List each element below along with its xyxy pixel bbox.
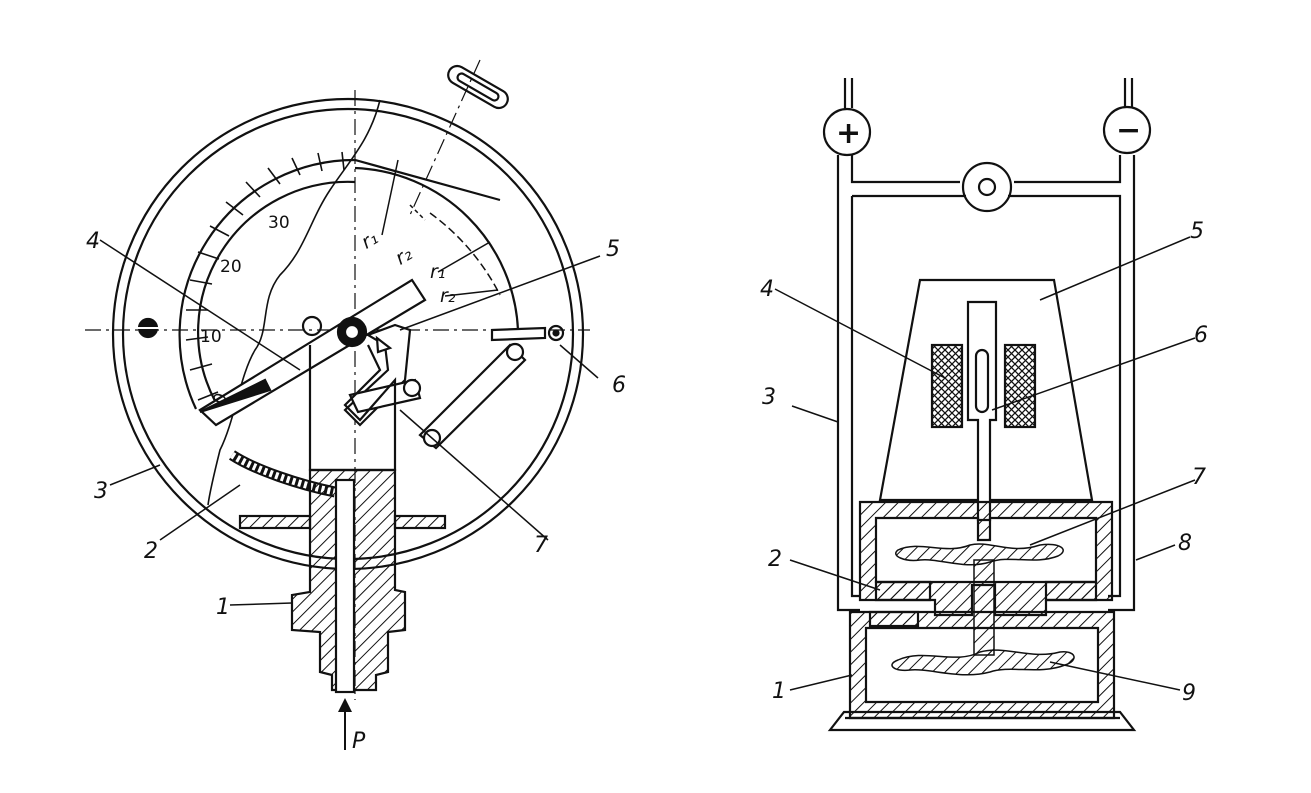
- right-callout-7: 7: [1192, 465, 1206, 490]
- left-callout-3: 3: [94, 479, 108, 504]
- right-leader-lines: [774, 236, 1196, 691]
- middle-wall: [874, 580, 1098, 617]
- flange-right: [393, 514, 447, 530]
- flange-left: [238, 514, 312, 530]
- scale-tick-20: 20: [220, 257, 242, 277]
- adjustment-slot: [447, 64, 509, 110]
- radius-label-r2: r₂: [440, 285, 456, 307]
- radius-dimensions: [381, 159, 501, 297]
- base-plate: [827, 710, 1137, 732]
- right-callout-5: 5: [1190, 219, 1204, 244]
- negative-terminal-symbol: −: [1116, 113, 1141, 148]
- left-callout-5: 5: [606, 237, 620, 262]
- coil-housing: [878, 278, 1094, 502]
- negative-terminal: [1102, 105, 1152, 155]
- positive-terminal-symbol: +: [836, 116, 861, 151]
- pressure-bore: [334, 478, 356, 694]
- scale-arc-inner: [197, 180, 356, 402]
- left-callout-6: 6: [612, 373, 626, 398]
- left-diagram-labels: 4 5 6 7 3 2 1 0 10 20 30 r₁ r₂ r₁ r₂ P: [86, 213, 626, 754]
- mercury-lower: [891, 649, 1075, 676]
- pressure-label: P: [352, 729, 366, 754]
- mercury-column: [973, 559, 995, 656]
- left-callout-2: 2: [144, 539, 158, 564]
- scale-arc-right: [354, 166, 520, 331]
- link-arm: [348, 378, 422, 414]
- right-callout-8: 8: [1178, 531, 1192, 556]
- frame-wire-outer: [836, 155, 860, 612]
- right-callout-2: 2: [768, 547, 782, 572]
- indicator-lamp: [961, 161, 1013, 213]
- coil-left: [930, 343, 964, 429]
- radius-label-r2-upper: r₂: [392, 243, 417, 270]
- right-callout-3: 3: [762, 385, 776, 410]
- right-callout-1: 1: [772, 679, 786, 704]
- right-callout-9: 9: [1182, 681, 1196, 706]
- scale-tick-10: 10: [200, 327, 222, 347]
- pressure-gauge-diagram: [85, 59, 601, 750]
- mercury-upper: [895, 543, 1064, 566]
- scale-ticks: [185, 151, 345, 401]
- left-callout-1: 1: [216, 595, 230, 620]
- radius-label-r1: r₁: [430, 261, 445, 283]
- right-diagram-labels: + − 4 5 6 3 7 8 2 1 9: [760, 113, 1208, 706]
- pivot-screw: [547, 324, 565, 342]
- scale-tick-30: 30: [268, 213, 290, 233]
- cutaway-line: [207, 99, 381, 506]
- right-callout-6: 6: [1194, 323, 1208, 348]
- left-callout-4: 4: [86, 229, 100, 254]
- right-callout-4: 4: [760, 277, 774, 302]
- mercury-switch-diagram: [774, 78, 1196, 732]
- coil-right: [1003, 343, 1037, 429]
- radius-label-r1-upper: r₁: [358, 227, 382, 254]
- scale-arc-outer: [178, 158, 501, 410]
- positive-terminal: [822, 107, 872, 157]
- left-callout-7: 7: [534, 533, 548, 558]
- left-leader-lines: [99, 239, 601, 606]
